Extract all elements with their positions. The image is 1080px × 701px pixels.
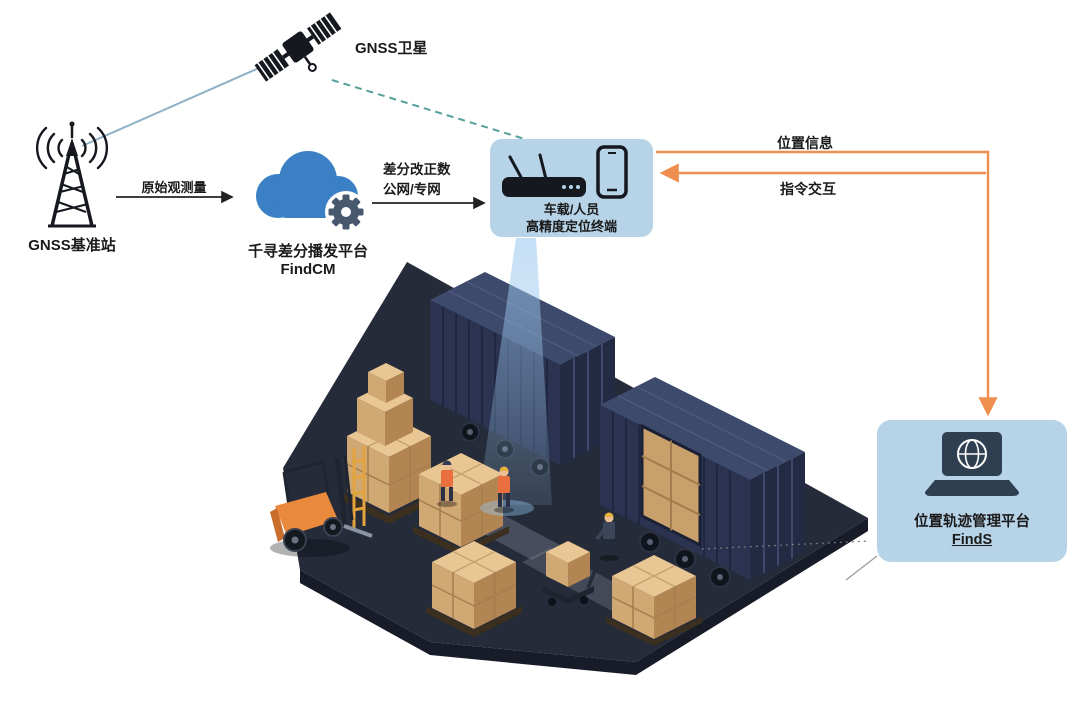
- positioning-beam: [478, 238, 552, 505]
- ladder: [352, 446, 366, 528]
- cloud-gear-icon: [256, 151, 367, 233]
- terminal-node: 车载/人员 高精度定位终端: [490, 139, 653, 237]
- link-command-label: 指令交互: [780, 181, 836, 197]
- antenna-tower-icon: [36, 121, 108, 228]
- beam-glow: [480, 500, 534, 516]
- gnss-receiver-icon: [502, 153, 586, 197]
- base-station-label: GNSS基准站: [28, 237, 116, 254]
- worker: [494, 466, 514, 513]
- link-correction-label-line1: 差分改正数: [383, 162, 451, 177]
- floor-edge: [300, 518, 868, 675]
- worker: [437, 460, 457, 507]
- position-info-arrow: [656, 150, 998, 417]
- pallet-stack-d: [606, 555, 702, 646]
- cloud-title: 千寻差分播发平台: [247, 243, 368, 260]
- link-raw-observation-label: 原始观测量: [141, 180, 207, 195]
- pallet-stack-a: [341, 363, 437, 524]
- link-correction-label-line2: 公网/专网: [383, 182, 441, 197]
- satellite-node: [250, 4, 346, 90]
- terminal-label-line1: 车载/人员: [543, 202, 600, 217]
- station-satellite-link: [81, 63, 269, 147]
- forklift: [270, 454, 373, 557]
- warehouse-illustration: [270, 238, 868, 675]
- pallet-jack: [542, 537, 610, 606]
- trailer-wheels: [639, 531, 731, 588]
- gear-icon: [328, 194, 364, 230]
- satellite-label: GNSS卫星: [355, 40, 428, 57]
- terminal-label-line2: 高精度定位终端: [525, 219, 617, 234]
- worker: [595, 512, 619, 561]
- link-position-info-label: 位置信息: [777, 135, 833, 151]
- cloud-subtitle: FindCM: [280, 261, 336, 278]
- container-2: [600, 377, 805, 588]
- laptop-globe-icon: [925, 432, 1019, 496]
- pallet-stack-c: [426, 541, 522, 637]
- platform-node: 位置轨迹管理平台 FindS: [877, 420, 1067, 562]
- platform-subtitle: FindS: [951, 532, 993, 548]
- container-open-door: [640, 423, 702, 548]
- cloud-node: [228, 136, 388, 240]
- platform-pointer-line: [845, 555, 878, 581]
- scene-platform-dotted-link: [701, 540, 869, 550]
- smartphone-icon: [596, 145, 628, 199]
- platform-title: 位置轨迹管理平台: [914, 514, 1030, 530]
- satellite-icon: [254, 12, 342, 82]
- satellite-terminal-link: [331, 79, 529, 141]
- base-station-node: [12, 116, 132, 232]
- connectors: [81, 63, 998, 581]
